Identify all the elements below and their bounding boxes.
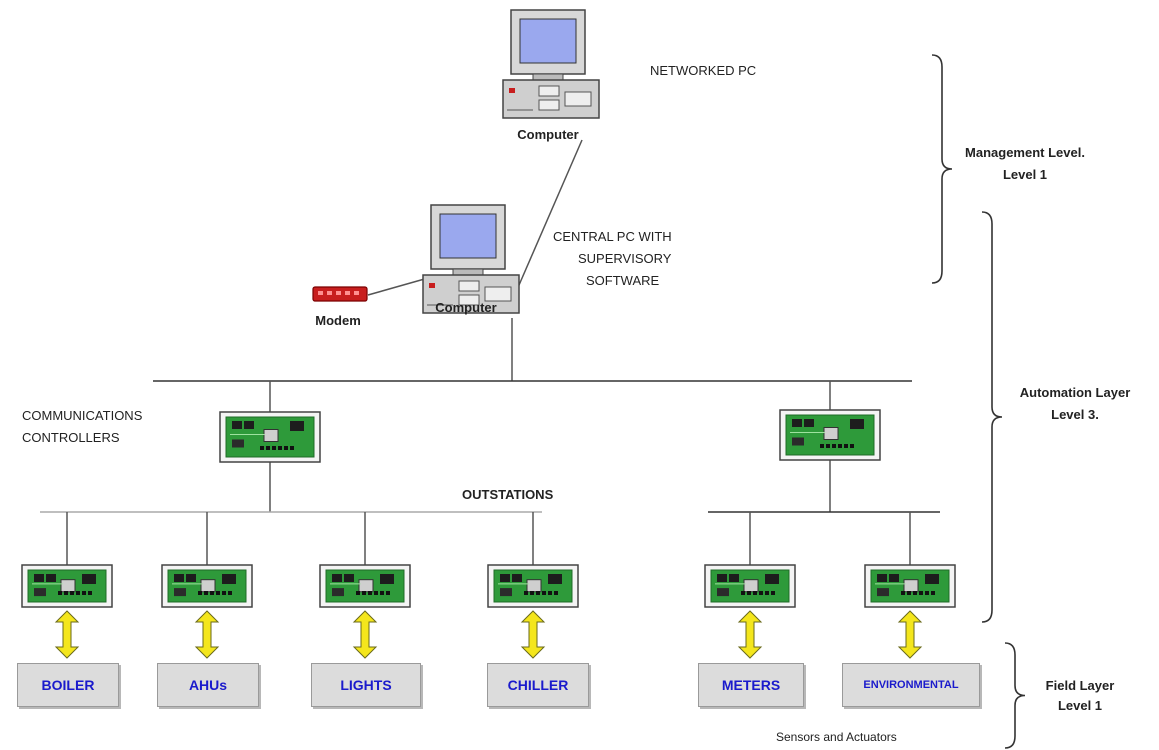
modem-label: Modem: [315, 313, 361, 328]
management-brace: [931, 54, 953, 284]
double-arrow-2: [194, 610, 220, 659]
device-label: AHUs: [188, 677, 228, 693]
networked-computer-icon: [502, 9, 600, 119]
device-box-lights: LIGHTS: [311, 663, 421, 707]
central-pc-line-3: SOFTWARE: [586, 273, 660, 288]
management-level-line-2: Level 1: [1002, 167, 1048, 182]
outstation-board-4: [487, 564, 579, 608]
device-box-meters: METERS: [698, 663, 804, 707]
device-box-ahus: AHUs: [157, 663, 259, 707]
comm-controllers-label: COMMUNICATIONS CONTROLLERS: [22, 405, 142, 449]
device-box-chiller: CHILLER: [487, 663, 589, 707]
central-computer-icon: [422, 204, 520, 314]
outstation-board-3: [319, 564, 411, 608]
central-pc-label: CENTRAL PC WITH SUPERVISORY SOFTWARE: [553, 226, 753, 292]
management-level-label: Management Level. Level 1: [955, 142, 1095, 186]
device-label: METERS: [721, 677, 781, 693]
computer-top-label: Computer: [517, 127, 579, 142]
device-label: BOILER: [41, 677, 95, 693]
double-arrow-3: [352, 610, 378, 659]
outstation-board-1: [21, 564, 113, 608]
device-box-boiler: BOILER: [17, 663, 119, 707]
networked-pc-label: NETWORKED PC: [650, 63, 757, 78]
automation-layer-line-1: Automation Layer: [1019, 385, 1131, 400]
outstations-label: OUTSTATIONS: [462, 487, 554, 502]
automation-layer-line-2: Level 3.: [1051, 407, 1099, 422]
outstation-board-6: [864, 564, 956, 608]
computer-mid-label: Computer: [435, 300, 497, 315]
device-label: CHILLER: [507, 677, 569, 693]
modem-device: [312, 286, 368, 302]
field-layer-label: Field Layer Level 1: [1025, 676, 1135, 716]
device-label: LIGHTS: [340, 677, 392, 693]
management-level-line-1: Management Level.: [965, 145, 1085, 160]
computers: [422, 9, 600, 314]
controller-boards: [21, 409, 956, 608]
sensors-actuators-label: Sensors and Actuators: [776, 730, 897, 744]
comm-controller-left: [219, 411, 321, 463]
double-arrow-5: [737, 610, 763, 659]
outstation-board-5: [704, 564, 796, 608]
automation-brace: [981, 211, 1003, 623]
field-layer-line-2: Level 1: [1057, 698, 1103, 713]
central-pc-line-2: SUPERVISORY: [578, 251, 672, 266]
automation-layer-label: Automation Layer Level 3.: [1000, 382, 1150, 426]
connection-lines: [40, 139, 940, 565]
central-pc-line-1: CENTRAL PC WITH: [553, 229, 672, 244]
comm-controllers-line-1: COMMUNICATIONS: [22, 408, 143, 423]
double-arrow-4: [520, 610, 546, 659]
double-arrow-6: [897, 610, 923, 659]
device-box-environmental: ENVIRONMENTAL: [842, 663, 980, 707]
field-brace: [1004, 642, 1026, 749]
outstation-board-2: [161, 564, 253, 608]
data-arrows: [54, 610, 923, 659]
device-label: ENVIRONMENTAL: [863, 679, 959, 691]
comm-controller-right: [779, 409, 881, 461]
level-braces: [931, 54, 1026, 749]
comm-controllers-line-2: CONTROLLERS: [22, 430, 120, 445]
double-arrow-1: [54, 610, 80, 659]
field-layer-line-1: Field Layer: [1045, 678, 1115, 693]
